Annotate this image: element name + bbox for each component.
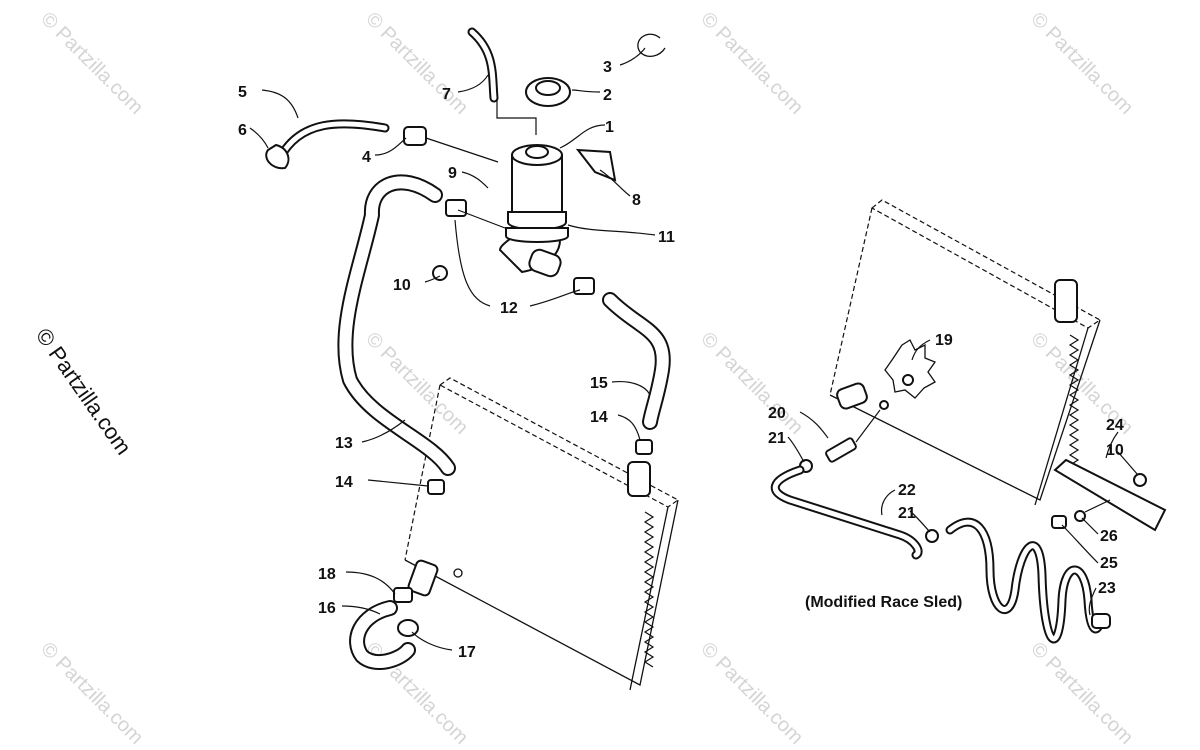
callout-7: 7 (442, 86, 451, 103)
callout-leaders (249, 47, 1139, 651)
callout-1: 1 (605, 119, 614, 136)
bracket-24 (1053, 458, 1167, 532)
fitting-20 (825, 437, 857, 463)
callout-4: 4 (362, 149, 371, 166)
strap-8 (575, 148, 617, 182)
callout-3: 3 (603, 59, 612, 76)
hose-15 (602, 292, 671, 430)
plug-19 (884, 339, 937, 399)
callout-17: 17 (458, 644, 476, 661)
watermark: © Partzilla.com (696, 328, 807, 439)
clamp-4 (403, 126, 427, 146)
watermark: © Partzilla.com (361, 8, 472, 119)
callout-15: 15 (590, 375, 608, 392)
watermark: © Partzilla.com (1026, 638, 1137, 749)
fitting-6 (265, 143, 290, 170)
nut-10 (432, 265, 448, 281)
clamp-12-lower (573, 277, 595, 295)
callout-10: 10 (393, 277, 411, 294)
callout-12: 12 (500, 300, 518, 317)
right-heat-exchanger (829, 199, 1102, 506)
callout-18: 18 (318, 566, 336, 583)
callout-22: 22 (898, 482, 916, 499)
callout-21-upper: 21 (768, 430, 786, 447)
clamp-17 (397, 619, 419, 637)
callout-16: 16 (318, 600, 336, 617)
callout-14-right: 14 (590, 409, 608, 426)
clamp-18 (393, 587, 413, 603)
left-heat-exchanger (404, 377, 680, 691)
clamp-21-lower (925, 529, 939, 543)
ring-3 (637, 33, 666, 58)
clamp-12-upper (445, 199, 467, 217)
hose-23 (945, 517, 1105, 644)
hose-7 (467, 27, 499, 103)
callout-5: 5 (238, 84, 247, 101)
callout-26: 26 (1100, 528, 1118, 545)
callout-14-left: 14 (335, 474, 353, 491)
clamp-23 (1091, 613, 1111, 629)
watermark: © Partzilla.com (36, 638, 147, 749)
callout-21-lower: 21 (898, 505, 916, 522)
callout-20: 20 (768, 405, 786, 422)
clamp-14-right (635, 439, 653, 455)
clamp-14-left (427, 479, 445, 495)
callout-labels: 1 2 3 4 5 6 7 8 9 10 11 12 13 14 14 15 1… (238, 59, 1124, 661)
callout-10-right: 10 (1106, 442, 1124, 459)
callout-25: 25 (1100, 555, 1118, 572)
hose-5 (275, 119, 390, 163)
coolant-bottle (498, 144, 569, 278)
callout-9: 9 (448, 165, 457, 182)
callout-13: 13 (335, 435, 353, 452)
nut-10-right (1133, 473, 1147, 487)
watermarks: © Partzilla.com © Partzilla.com © Partzi… (36, 8, 1137, 749)
watermark: © Partzilla.com (1026, 8, 1137, 119)
hose-13 (337, 174, 456, 476)
callout-11: 11 (658, 229, 675, 246)
callout-6: 6 (238, 122, 247, 139)
callout-2: 2 (603, 87, 612, 104)
callout-24: 24 (1106, 417, 1124, 434)
callout-23: 23 (1098, 580, 1116, 597)
side-watermark: © Partzilla.com (31, 324, 137, 460)
hose-16 (349, 600, 416, 670)
filler-cap (525, 77, 571, 107)
watermark: © Partzilla.com (696, 8, 807, 119)
callout-8: 8 (632, 192, 641, 209)
watermark: © Partzilla.com (696, 638, 807, 749)
caption-modified-race-sled: (Modified Race Sled) (805, 594, 962, 611)
watermark: © Partzilla.com (36, 8, 147, 119)
hose-22 (770, 465, 923, 560)
callout-19: 19 (935, 332, 953, 349)
